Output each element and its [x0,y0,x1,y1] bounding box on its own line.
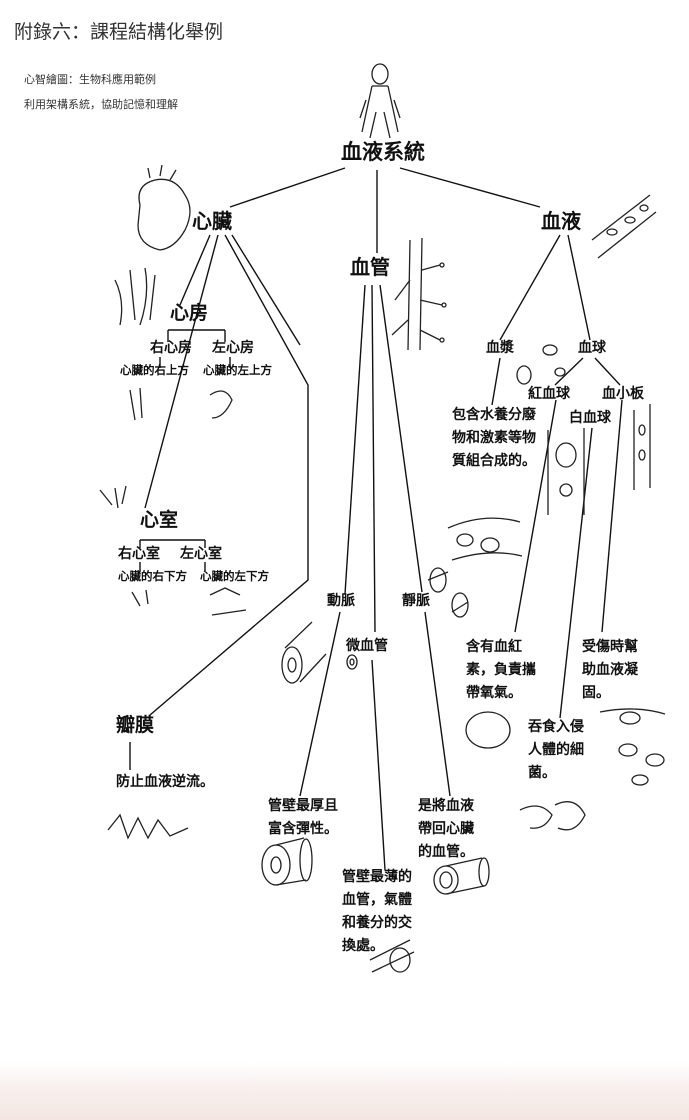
red-cell-node: 紅血球 [528,386,570,402]
valve-node: 瓣膜 [116,714,155,736]
capillary-cylinder-sketch [346,654,358,670]
vein-desc: 是將血液帶回心臟的血管。 [418,798,474,860]
thick-artery-cylinder-sketch [261,837,313,886]
vein-node: 靜脈 [402,593,430,609]
right-ventricle-label: 右心室 [118,546,160,562]
plasma-cells-sketch [516,344,566,385]
right-atrium-label: 右心房 [150,340,192,356]
atrium-node: 心房 [170,302,209,324]
valve-desc: 防止血液逆流。 [116,774,214,790]
left-ventricle-desc: 心臟的左下方 [200,569,269,583]
heart-sketch [137,164,191,251]
platelet-desc: 受傷時幫助血液凝固。 [582,639,638,701]
right-atrium-desc: 心臟的右上方 [120,363,189,377]
platelet-sketch [633,404,651,490]
clot-sketch [599,708,666,786]
red-cell-sketch [465,711,511,749]
ventricle-node: 心室 [140,509,179,531]
red-cell-desc: 含有血紅素，負責攜帶氧氣。 [466,639,536,701]
capillary-node: 微血管 [346,638,388,654]
human-body-sketch [359,63,401,139]
ventricle-sketch [99,485,127,509]
vessels-node: 血管 [350,255,390,279]
subtitle-purpose: 利用架構系統，協助記憶和理解 [24,98,178,111]
plasma-vessel-sketch [447,517,523,561]
white-cell-node: 白血球 [569,410,611,426]
blood-node: 血液 [541,209,581,233]
platelet-node: 血小板 [602,386,644,402]
artery-desc: 管壁最厚且富含彈性。 [268,798,338,837]
atrium-left-sketch [209,390,233,419]
capillary-desc: 管壁最薄的血管，氣體和養分的交換處。 [342,869,412,954]
artery-node: 動脈 [327,593,355,609]
bacteria-sketch [519,801,586,831]
root-node: 血液系統 [341,140,425,164]
ventricle-left-sketch [209,587,247,616]
bottom-scan-fade [0,1062,689,1120]
ventricle-right-sketch [131,589,149,607]
left-ventricle-label: 左心室 [180,546,222,562]
vessel-tree-sketch [391,237,447,351]
white-cell-sketch [547,428,585,515]
blood-vessel-cells-sketch [591,194,657,259]
vein-cylinder-bottom-sketch [433,857,490,895]
right-ventricle-desc: 心臟的右下方 [118,569,187,583]
blood-cells-node: 血球 [578,340,606,356]
heart-node: 心臟 [192,209,232,233]
valve-sketch [107,813,189,840]
vein-cylinder-sketch [427,567,469,618]
white-cell-desc: 吞食入侵人體的細菌。 [528,719,584,781]
subtitle-mindmap: 心智繪圖：生物科應用範例 [24,73,156,86]
plasma-node: 血漿 [486,340,514,356]
left-atrium-desc: 心臟的左上方 [203,363,272,377]
page-title: 附錄六：課程結構化舉例 [14,21,224,43]
capillary-bottom-sketch [369,939,415,973]
artery-cylinder-sketch [281,621,327,684]
plasma-desc: 包含水養分廢物和激素等物質組合成的。 [452,407,536,469]
atrium-right-sketch [129,387,143,421]
atrium-sketch [114,267,156,326]
left-atrium-label: 左心房 [212,340,254,356]
